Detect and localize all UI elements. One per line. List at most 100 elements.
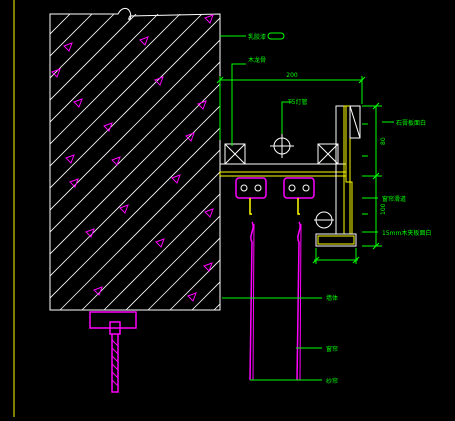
label-panel-top: 石膏板面白 [396,119,426,127]
hatch-line [50,14,203,167]
curtain-fabric [249,221,302,381]
dim-right-tick-mid [372,172,380,180]
label-finish-material: 乳胶漆 [248,33,266,41]
aggregate-triangle [93,286,103,296]
curtain-left [249,221,254,381]
track-right-wheel-a [288,184,296,192]
wood-keel-right-diag2 [317,143,339,165]
hatch-line [50,105,220,277]
bottom-anchor [89,311,137,393]
leader-wood-keel [231,63,246,146]
track-left-wheel-b [254,184,262,192]
finish-callout-tag [267,32,285,40]
aggregate-triangle [85,228,95,238]
leader-lamp [281,101,292,134]
label-wood-keel: 木龙骨 [248,56,266,64]
dim-top-tick-right [358,76,366,84]
hatch-line [81,171,220,310]
ceiling-board [219,163,347,173]
ceiling-board-finish [219,171,347,177]
side-panel-finish [343,105,351,235]
hatch-line [50,39,220,211]
wall-hatch [0,10,455,310]
label-curtain-b: 纱帘 [326,377,338,385]
hatch-line [50,83,220,255]
label-wall: 墙体 [326,294,338,302]
label-lamp: T5灯管 [287,98,307,106]
dim-top-tick-left [216,76,224,84]
track-right [283,177,315,199]
hatch-line [302,10,455,310]
wood-keel-left-diag2 [224,143,246,165]
hatch-line [50,14,159,123]
curtain-left-inner [252,223,255,381]
aggregate-triangle [154,76,164,86]
aggregate-triangle [203,262,213,272]
wall-outline [49,7,221,311]
label-curtain-a: 窗帘 [326,345,338,353]
aggregate-triangle [65,154,75,164]
hatch-line [50,14,137,101]
track-right-wheel-b [302,184,310,192]
aggregate-triangle [69,178,79,188]
aggregate-triangle [103,122,113,132]
anchor-plate [89,311,137,329]
side-panel-outer [335,105,345,235]
aggregate-triangle [155,238,165,248]
hatch-line [50,17,220,189]
hatch-line [0,10,30,310]
hatch-line [125,215,220,310]
track-left-wheel-a [240,184,248,192]
anchor-thread [111,339,119,387]
hatch-line [50,61,220,233]
hatch-line [50,14,115,79]
aggregate-triangle [187,292,197,302]
hatch-line [50,14,181,145]
annotations: 乳胶漆 木龙骨 T5灯管 石膏板面白 窗帘滑道 15mm木夹板面白 墙体 窗帘 … [220,32,431,385]
wood-keel-left [224,143,246,165]
anchor-neck [109,321,121,335]
hatch-line [103,193,220,310]
hatch-line [258,10,455,310]
dimension-lines: 200 80 100 [216,72,387,264]
wood-keel-right [317,143,339,165]
aggregate-triangle [171,174,181,184]
curtain-right-inner [299,223,302,381]
aggregate-triangle [119,204,129,214]
hatch-line [147,237,220,310]
dim-right-lower-value: 100 [380,203,387,215]
aggregate-triangle [204,208,214,218]
curtain-tracks [235,177,315,215]
anchor-bolt [111,334,119,393]
track-left [235,177,267,199]
aggregate-triangle [185,132,195,142]
panel-inner-line [345,106,353,234]
aggregate-triangle [111,156,121,166]
label-curtain-track: 窗帘滑道 [382,195,406,203]
concrete-wall [0,7,455,311]
hook-left [249,198,252,215]
dim-bottom-tick-left [312,256,320,264]
hatch-line [0,10,52,310]
curtain-box [219,105,361,247]
dim-right-upper-value: 80 [380,137,387,145]
bottom-ledge-finish [317,235,355,245]
aggregate-triangle [197,100,207,110]
hook-right [297,198,300,215]
aggregate-triangle [63,42,73,52]
hatch-line [50,14,71,35]
dim-right-tick-top [372,102,380,110]
top-corner-diag [349,105,361,139]
aggregate-triangle [73,98,83,108]
hatch-line [169,259,220,310]
hatch-line [191,281,220,310]
hatch-line [59,149,220,310]
bottom-ledge [315,233,357,247]
dim-bottom-tick-right [352,256,360,264]
dim-top-value: 200 [286,72,298,79]
dim-right-tick-bottom [372,242,380,250]
aggregate-triangle [51,68,61,78]
hatch-line [50,127,220,299]
